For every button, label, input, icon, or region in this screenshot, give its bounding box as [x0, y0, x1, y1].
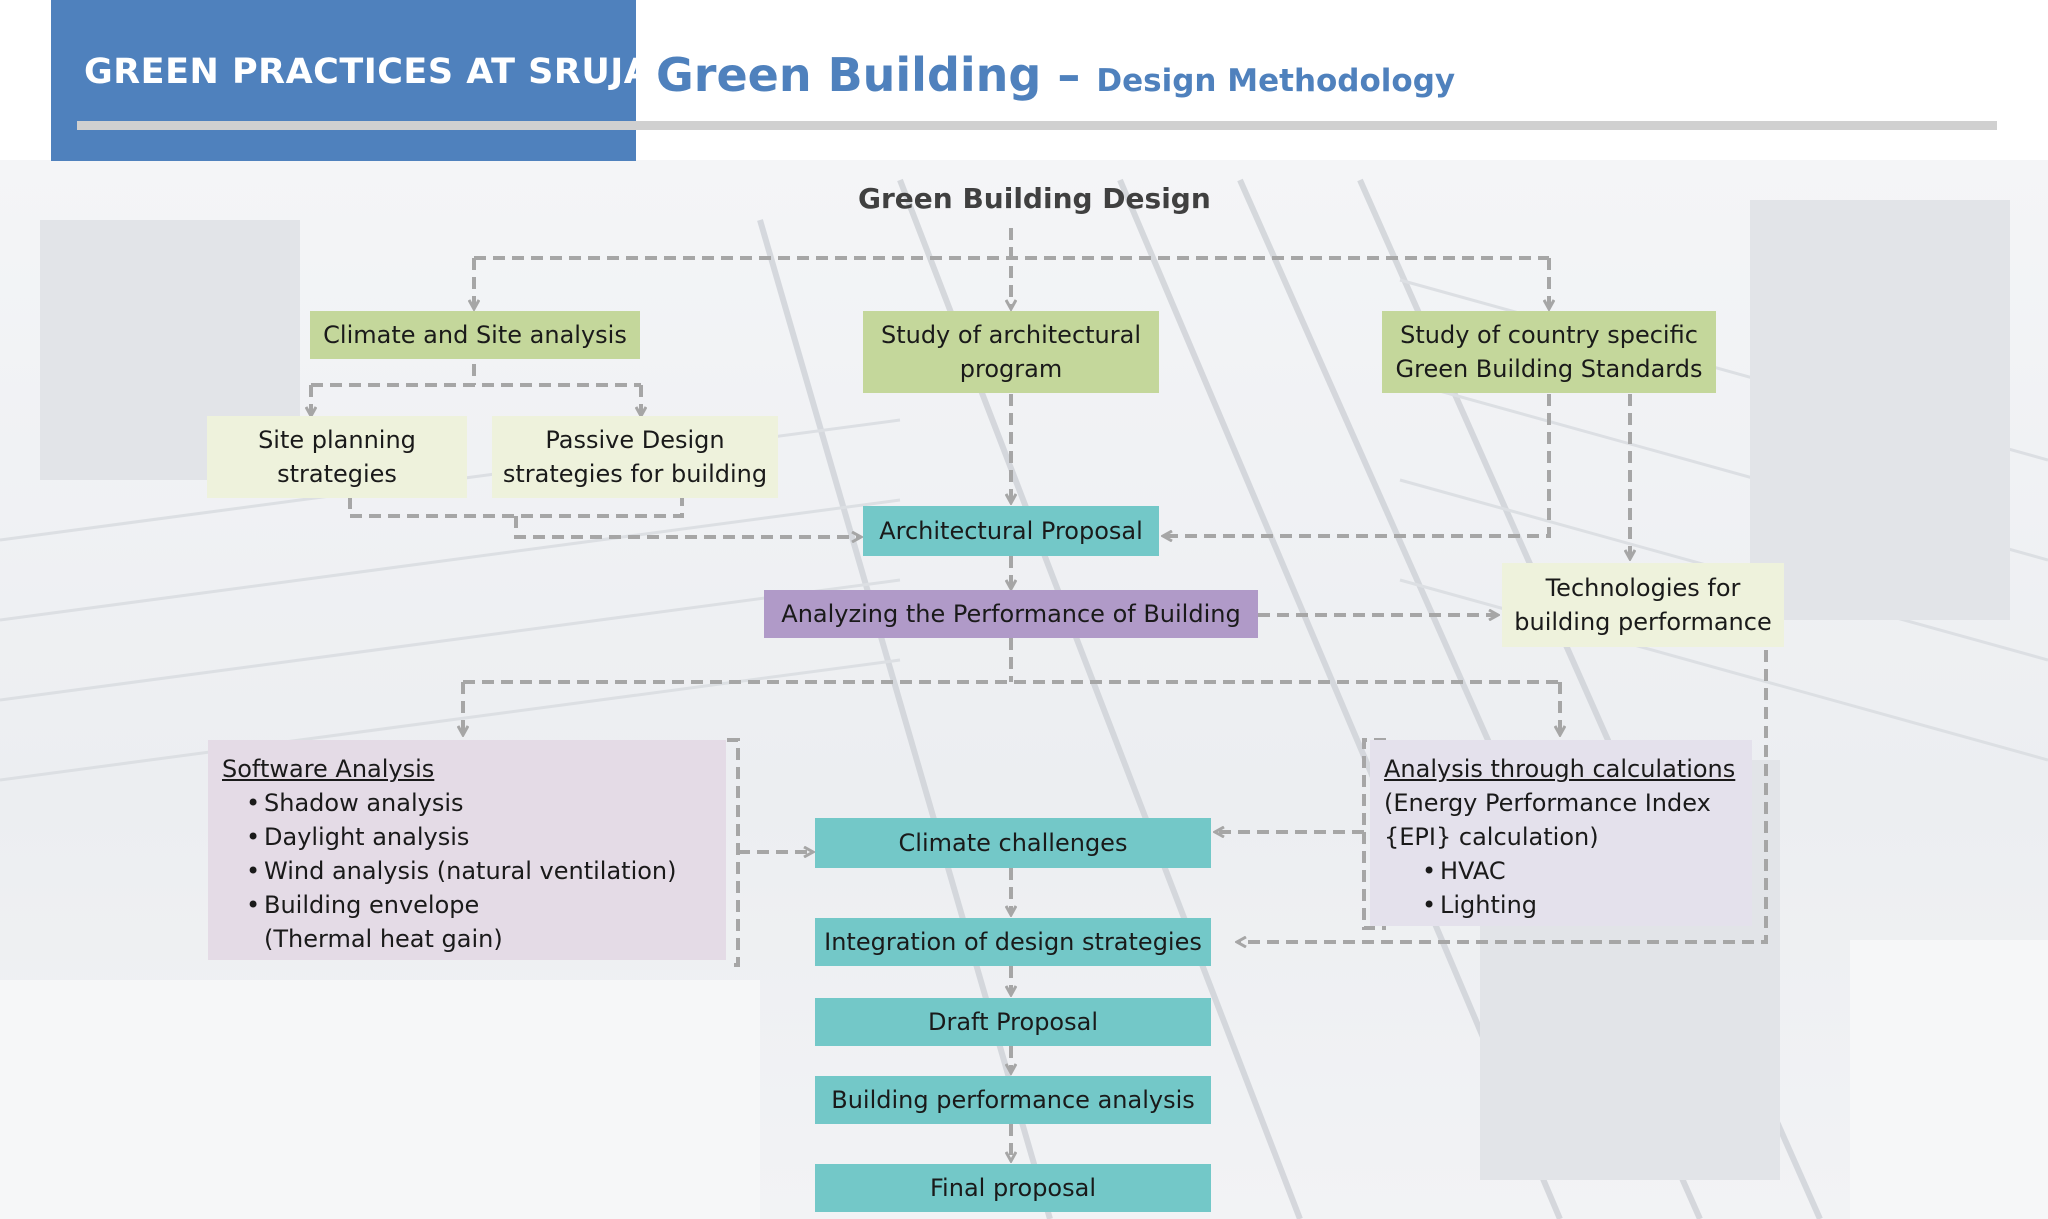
list-item: Wind analysis (natural ventilation): [246, 854, 712, 888]
node-technologies: Technologies for building performance: [1502, 563, 1784, 647]
root-node: Green Building Design: [858, 182, 1211, 215]
title-dash: –: [1041, 48, 1097, 102]
node-passive-design: Passive Design strategies for building: [492, 416, 778, 498]
brand-title: GREEN PRACTICES AT SRUJAN: [84, 52, 682, 92]
list-item: Daylight analysis: [246, 820, 712, 854]
node-arch-proposal: Architectural Proposal: [863, 506, 1159, 556]
node-calculations: Analysis through calculations (Energy Pe…: [1370, 740, 1752, 926]
list-item: Shadow analysis: [246, 786, 712, 820]
title-subtitle: Design Methodology: [1096, 63, 1456, 99]
software-heading: Software Analysis: [222, 755, 435, 783]
node-final-proposal: Final proposal: [815, 1164, 1211, 1212]
page-title: Green Building – Design Methodology: [656, 48, 1455, 102]
calculations-line2: {EPI} calculation): [1384, 823, 1599, 851]
software-note: (Thermal heat gain): [264, 925, 503, 953]
brand-bar: [51, 0, 636, 161]
node-draft-proposal: Draft Proposal: [815, 998, 1211, 1046]
node-analyzing-performance: Analyzing the Performance of Building: [764, 590, 1258, 638]
title-main: Green Building: [656, 48, 1042, 102]
calculations-heading: Analysis through calculations: [1384, 755, 1736, 783]
node-performance-analysis: Building performance analysis: [815, 1076, 1211, 1124]
header-rule: [77, 121, 1997, 130]
list-item: HVAC: [1422, 854, 1738, 888]
calculations-list: HVAC Lighting: [1384, 854, 1738, 922]
node-climate-site: Climate and Site analysis: [310, 311, 640, 359]
node-integration: Integration of design strategies: [815, 918, 1211, 966]
list-item: Lighting: [1422, 888, 1738, 922]
node-climate-challenges: Climate challenges: [815, 818, 1211, 868]
software-list: Shadow analysis Daylight analysis Wind a…: [222, 786, 712, 922]
node-software-analysis: Software Analysis Shadow analysis Daylig…: [208, 740, 726, 960]
list-item: Building envelope: [246, 888, 712, 922]
calculations-line1: (Energy Performance Index: [1384, 789, 1711, 817]
node-site-planning: Site planning strategies: [207, 416, 467, 498]
node-arch-program: Study of architectural program: [863, 311, 1159, 393]
node-country-standards: Study of country specific Green Building…: [1382, 311, 1716, 393]
